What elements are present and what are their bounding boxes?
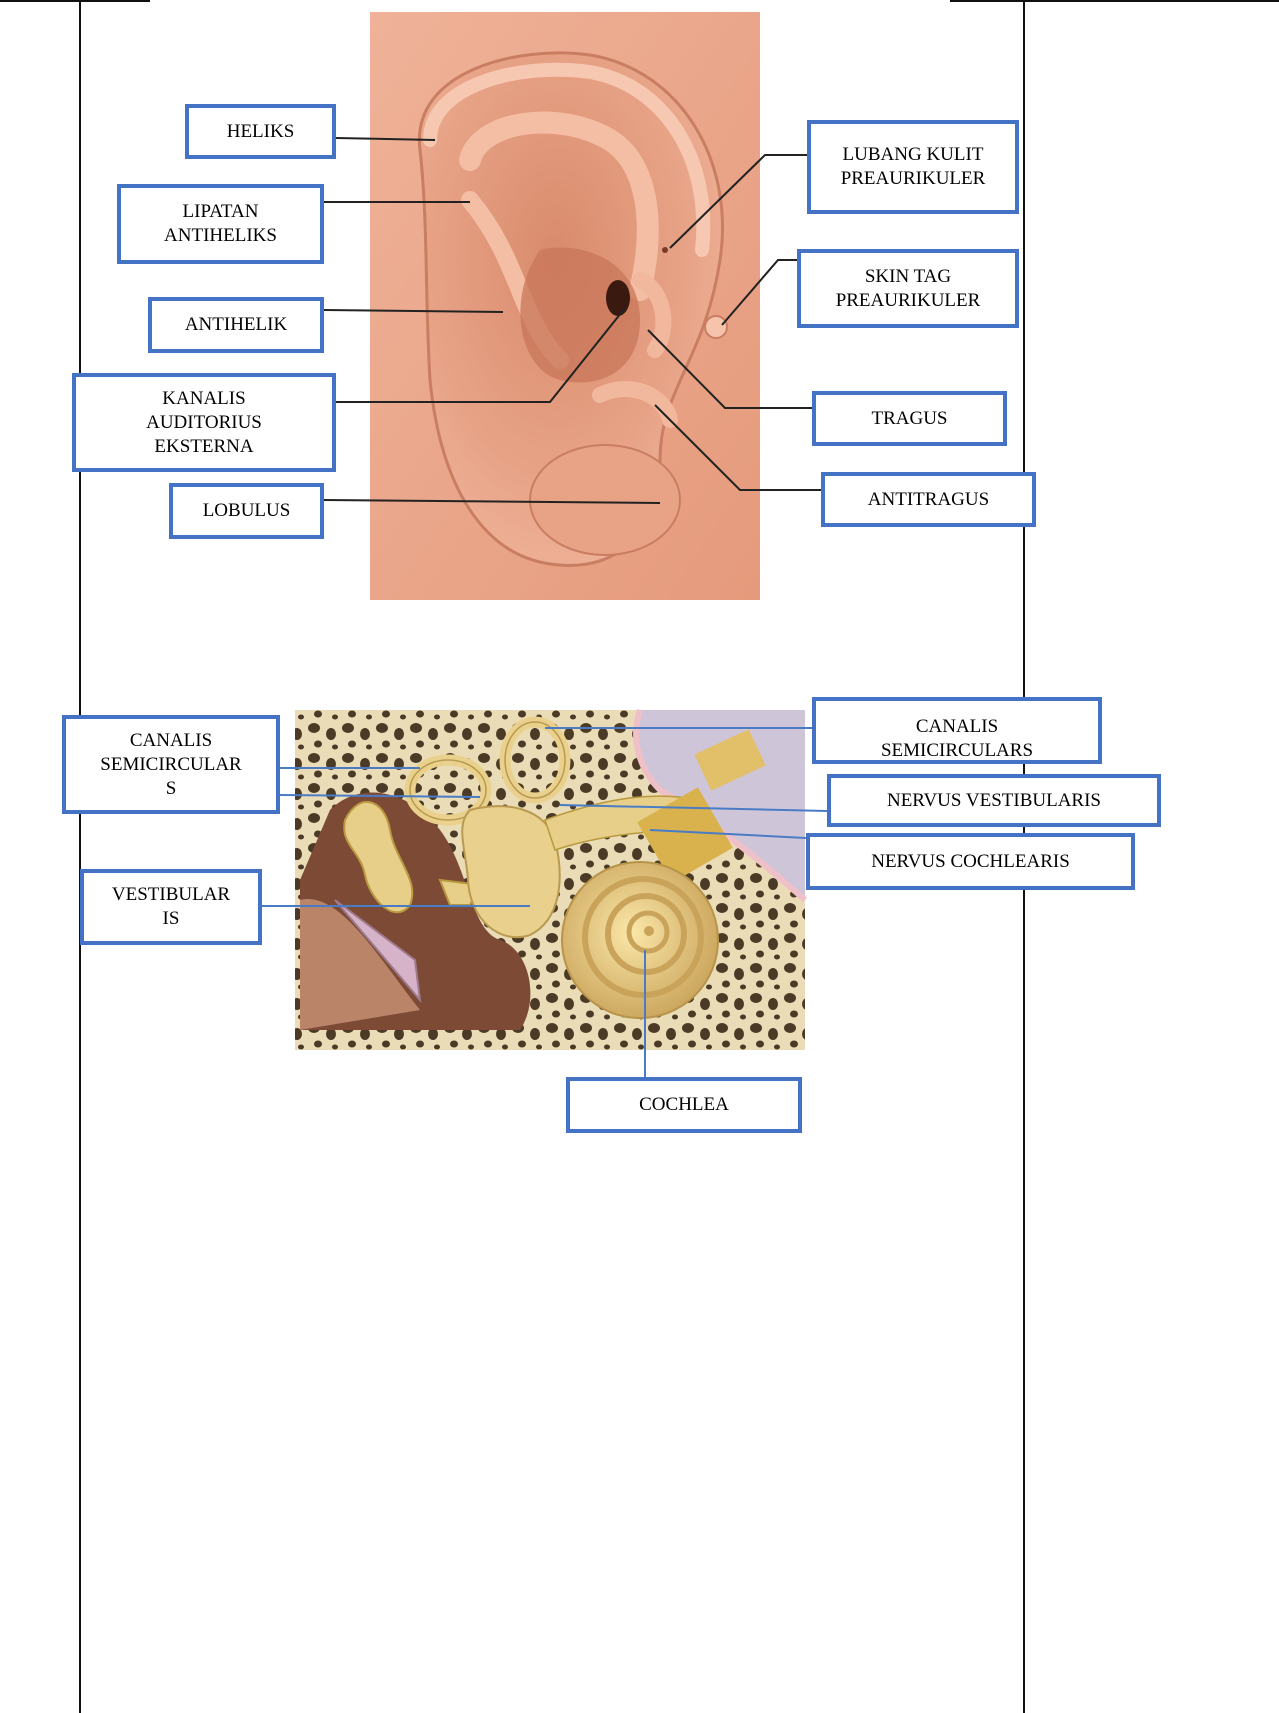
label-lipatan-antiheliks: LIPATAN ANTIHELIKS [117,184,324,264]
label-antihelik: ANTIHELIK [148,297,324,353]
label-heliks: HELIKS [185,104,336,159]
label-lobulus: LOBULUS [169,483,324,539]
label-canalis-semicirculars-right: CANALIS SEMICIRCULARS [812,697,1102,764]
label-nervus-cochlearis: NERVUS COCHLEARIS [806,833,1135,890]
label-lubang-kulit-preaurikuler: LUBANG KULIT PREAURIKULER [807,120,1019,214]
label-skin-tag-preaurikuler: SKIN TAG PREAURIKULER [797,249,1019,328]
inner-ear-image [295,710,805,1050]
label-antitragus: ANTITRAGUS [821,472,1036,527]
label-tragus: TRAGUS [812,391,1007,446]
label-cochlea: COCHLEA [566,1077,802,1133]
label-vestibularis: VESTIBULAR IS [80,869,262,945]
label-kanalis-auditorius-eksterna: KANALIS AUDITORIUS EKSTERNA [72,373,336,472]
label-nervus-vestibularis: NERVUS VESTIBULARIS [827,774,1161,827]
external-ear-image [370,12,840,600]
label-canalis-semicirculars-left: CANALIS SEMICIRCULAR S [62,715,280,814]
